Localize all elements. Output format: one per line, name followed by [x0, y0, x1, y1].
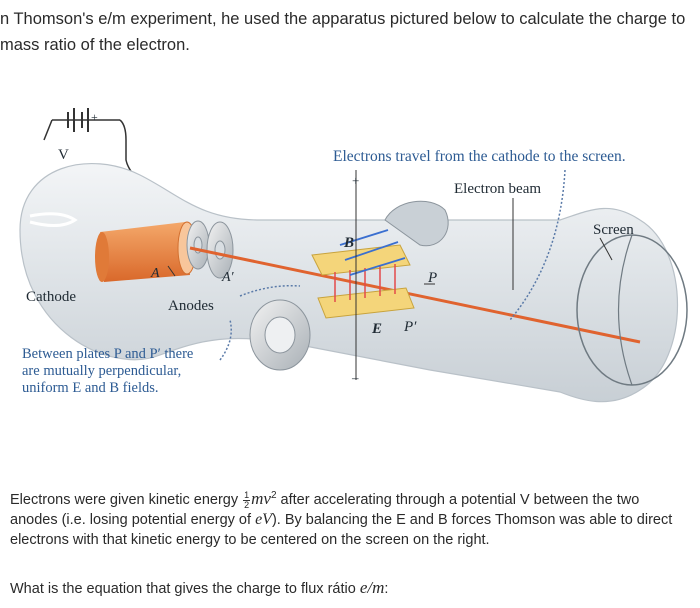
battery-plus-label: + — [91, 110, 98, 124]
body-text-part-1: Electrons were given kinetic energy — [10, 491, 243, 508]
anodes-label: Anodes — [168, 298, 214, 314]
apparatus-illustration — [19, 108, 688, 403]
battery — [43, 108, 141, 183]
potential-energy-term: eV — [255, 510, 272, 528]
figure-title: Electrons travel from the cathode to the… — [333, 148, 626, 165]
screen — [576, 234, 688, 386]
electron-beam — [189, 246, 641, 344]
question-colon: : — [384, 581, 389, 597]
plate-p-label: P — [428, 270, 438, 286]
cathode-label: Cathode — [26, 289, 76, 305]
screen-label: Screen — [593, 222, 634, 238]
intro-line-2: mass ratio of the electron. — [0, 36, 190, 54]
anode-a-prime-label: A′ — [222, 270, 234, 285]
body-text-part-2: after accelerating through a potential V… — [10, 491, 640, 528]
minus-sign-label: – — [352, 370, 359, 385]
plus-sign-label: + — [352, 173, 360, 188]
square-exponent: 2 — [270, 490, 277, 501]
anode-a-label: A — [151, 266, 160, 281]
kinetic-energy-term: mv — [251, 488, 271, 508]
thomson-apparatus-figure: V + Electrons travel from the cathode to… — [0, 70, 700, 470]
question-text: What is the equation that gives the char… — [10, 578, 690, 598]
question-label: What is the equation that gives the char… — [10, 581, 360, 597]
fields-note: Between plates P and P′ there are mutual… — [22, 346, 194, 396]
battery-voltage-label: V — [58, 147, 69, 163]
plate-p-prime-label: P′ — [404, 319, 417, 335]
intro-line-1: n Thomson's e/m experiment, he used the … — [0, 10, 686, 28]
intro-text: n Thomson's e/m experiment, he used the … — [0, 6, 700, 58]
magnet-coils — [249, 200, 449, 371]
charge-mass-ratio: e/m — [359, 578, 385, 597]
body-text-part-3: ). By balancing the E and B forces Thoms… — [10, 511, 673, 548]
anodes — [167, 220, 234, 279]
cathode-filament — [29, 212, 78, 227]
e-field-label: E — [372, 321, 383, 337]
b-field-label: B — [344, 235, 355, 251]
cathode — [95, 221, 197, 282]
electron-beam-label: Electron beam — [454, 181, 542, 197]
deflection-plates — [311, 170, 415, 380]
